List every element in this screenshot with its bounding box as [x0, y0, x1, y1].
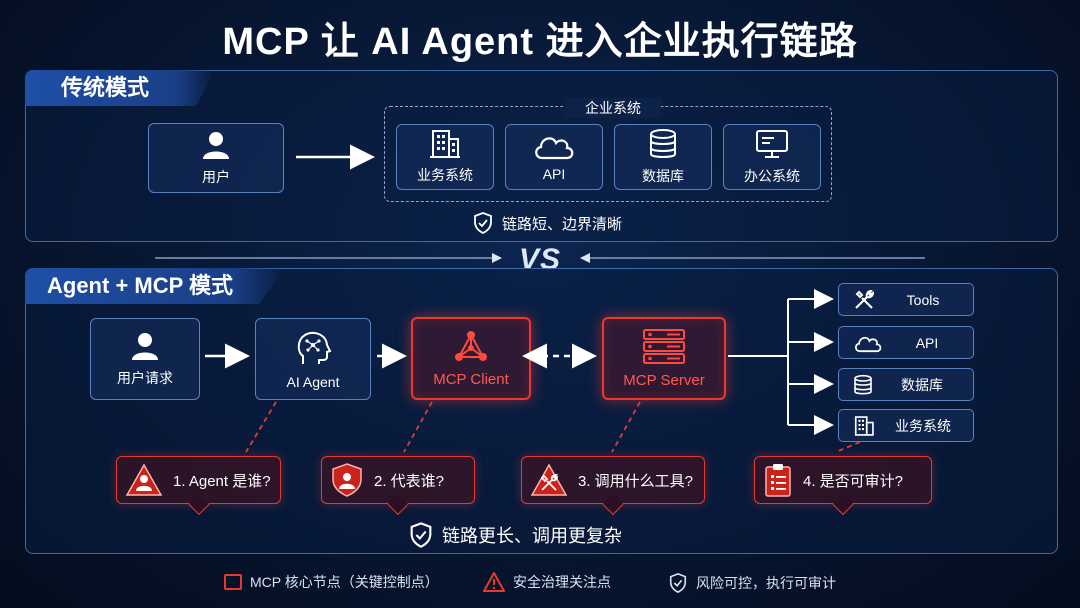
server-to-tools-fan	[728, 289, 834, 435]
trad-system-label: 数据库	[642, 168, 684, 184]
trad-system-database[interactable]: 数据库	[614, 124, 712, 190]
tool-item-api[interactable]: API	[838, 326, 974, 359]
network-graph-icon	[455, 331, 487, 361]
tool-label: 业务系统	[895, 417, 951, 434]
ai-head-icon	[297, 331, 332, 364]
question-callout-which-tool: 3. 调用什么工具?	[521, 456, 705, 504]
enterprise-systems-title: 企业系统	[565, 98, 661, 118]
tool-label: Tools	[906, 291, 940, 308]
user-icon	[203, 132, 229, 159]
cloud-icon	[855, 336, 882, 352]
user-request-node[interactable]: 用户请求	[90, 318, 200, 400]
question-callout-agent-identity: 1. Agent 是谁?	[116, 456, 281, 504]
shield-check-icon	[669, 573, 687, 594]
user-icon	[132, 333, 158, 360]
mcp-client-label: MCP Client	[433, 371, 509, 388]
warning-user-icon	[125, 463, 163, 496]
database-icon	[650, 129, 676, 158]
question-callout-represent-whom: 2. 代表谁?	[321, 456, 475, 504]
tool-item-database[interactable]: 数据库	[838, 368, 974, 401]
clipboard-checklist-icon	[765, 464, 791, 497]
question-callout-auditable: 4. 是否可审计?	[754, 456, 932, 504]
ai-agent-node[interactable]: AI Agent	[255, 318, 371, 400]
question-text: 3. 调用什么工具?	[578, 472, 694, 490]
wrench-screwdriver-icon	[855, 289, 875, 309]
tool-label: 数据库	[901, 376, 943, 393]
question-text: 2. 代表谁?	[374, 472, 445, 490]
legend-controllable: 风险可控，执行可审计	[668, 572, 836, 594]
mcp-server-label: MCP Server	[623, 372, 705, 389]
agent-mcp-mode-tag: Agent + MCP 模式	[25, 268, 285, 304]
traditional-mode-tag: 传统模式	[25, 70, 215, 106]
question-text: 1. Agent 是谁?	[173, 472, 271, 490]
red-square-icon	[224, 574, 242, 590]
user-request-label: 用户请求	[117, 370, 173, 386]
building-icon	[430, 130, 460, 158]
legend-controllable-label: 风险可控，执行可审计	[696, 575, 836, 591]
monitor-icon	[756, 130, 788, 158]
shield-check-icon	[474, 212, 492, 235]
vs-right-arrowhead	[580, 253, 590, 263]
tool-item-business-system[interactable]: 业务系统	[838, 409, 974, 442]
server-icon	[643, 329, 685, 364]
legend-risk-point: 安全治理关注点	[483, 572, 611, 592]
warning-tools-icon	[530, 463, 568, 496]
tool-item-tools[interactable]: Tools	[838, 283, 974, 316]
shield-user-icon	[332, 463, 362, 497]
database-icon	[854, 374, 872, 394]
risk-dashed-links	[245, 401, 861, 453]
page-title: MCP 让 AI Agent 进入企业执行链路	[222, 21, 858, 63]
tool-label: API	[915, 334, 939, 351]
ai-agent-label: AI Agent	[286, 374, 340, 390]
vs-left-arrowhead	[492, 253, 502, 263]
trad-system-api[interactable]: API	[505, 124, 603, 190]
question-text: 4. 是否可审计?	[803, 472, 904, 490]
building-icon	[854, 415, 874, 436]
legend-core-node: MCP 核心节点（关键控制点）	[224, 572, 439, 592]
trad-system-office[interactable]: 办公系统	[723, 124, 821, 190]
agent-mode-note: 链路更长、调用更复杂	[408, 521, 622, 549]
shield-check-icon	[410, 522, 432, 548]
trad-user-node[interactable]: 用户	[148, 123, 284, 193]
agent-mode-note-text: 链路更长、调用更复杂	[442, 526, 622, 546]
warning-icon	[483, 572, 505, 592]
trad-system-label: 业务系统	[417, 167, 473, 183]
trad-system-label: 办公系统	[744, 168, 800, 184]
cloud-icon	[535, 137, 574, 160]
legend-core-node-label: MCP 核心节点（关键控制点）	[250, 574, 439, 590]
mcp-client-node[interactable]: MCP Client	[411, 317, 531, 400]
trad-system-business[interactable]: 业务系统	[396, 124, 494, 190]
trad-note: 链路短、边界清晰	[472, 211, 622, 235]
legend-risk-point-label: 安全治理关注点	[513, 574, 611, 590]
trad-system-label: API	[542, 166, 566, 182]
trad-user-label: 用户	[202, 169, 230, 185]
trad-note-text: 链路短、边界清晰	[502, 215, 623, 233]
mcp-server-node[interactable]: MCP Server	[602, 317, 726, 400]
